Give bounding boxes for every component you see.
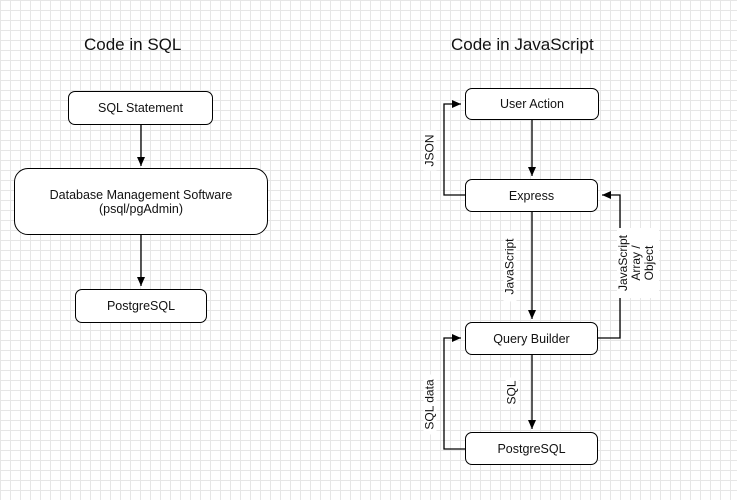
edge-express-to-useraction [443, 100, 465, 196]
node-user-action-label: User Action [500, 97, 564, 111]
node-express-label: Express [508, 188, 555, 203]
node-express[interactable]: Express [465, 179, 598, 212]
left-title: Code in SQL [84, 35, 182, 54]
node-sql-statement-label: SQL Statement [98, 101, 183, 115]
node-dbms-label: Database Management Software (psql/pgAdm… [50, 188, 233, 216]
node-user-action[interactable]: User Action [465, 88, 599, 120]
edge-postgres-to-querybuilder [443, 334, 465, 450]
node-query-builder-label: Query Builder [493, 331, 570, 346]
node-dbms-line1: Database Management Software [49, 187, 233, 202]
edge-label-javascript: JavaScript [503, 231, 517, 302]
edge-label-js-array-line3: Object [642, 245, 656, 281]
node-sql-statement[interactable]: SQL Statement [68, 91, 213, 125]
node-postgres-right-label: PostgreSQL [497, 441, 566, 456]
edge-label-sql-data: SQL data [423, 374, 437, 435]
node-dbms[interactable]: Database Management Software (psql/pgAdm… [14, 168, 268, 235]
edge-label-json: JSON [423, 130, 437, 171]
node-postgres-left-label: PostgreSQL [106, 299, 176, 313]
node-dbms-line2: (psql/pgAdmin) [98, 201, 184, 216]
node-postgres-right[interactable]: PostgreSQL [465, 432, 598, 465]
edge-label-js-array-object: JavaScript Array / Object [616, 228, 659, 298]
edge-label-sql: SQL [505, 377, 519, 408]
right-title: Code in JavaScript [451, 35, 594, 54]
node-postgres-left[interactable]: PostgreSQL [75, 289, 207, 323]
node-query-builder[interactable]: Query Builder [465, 322, 598, 355]
